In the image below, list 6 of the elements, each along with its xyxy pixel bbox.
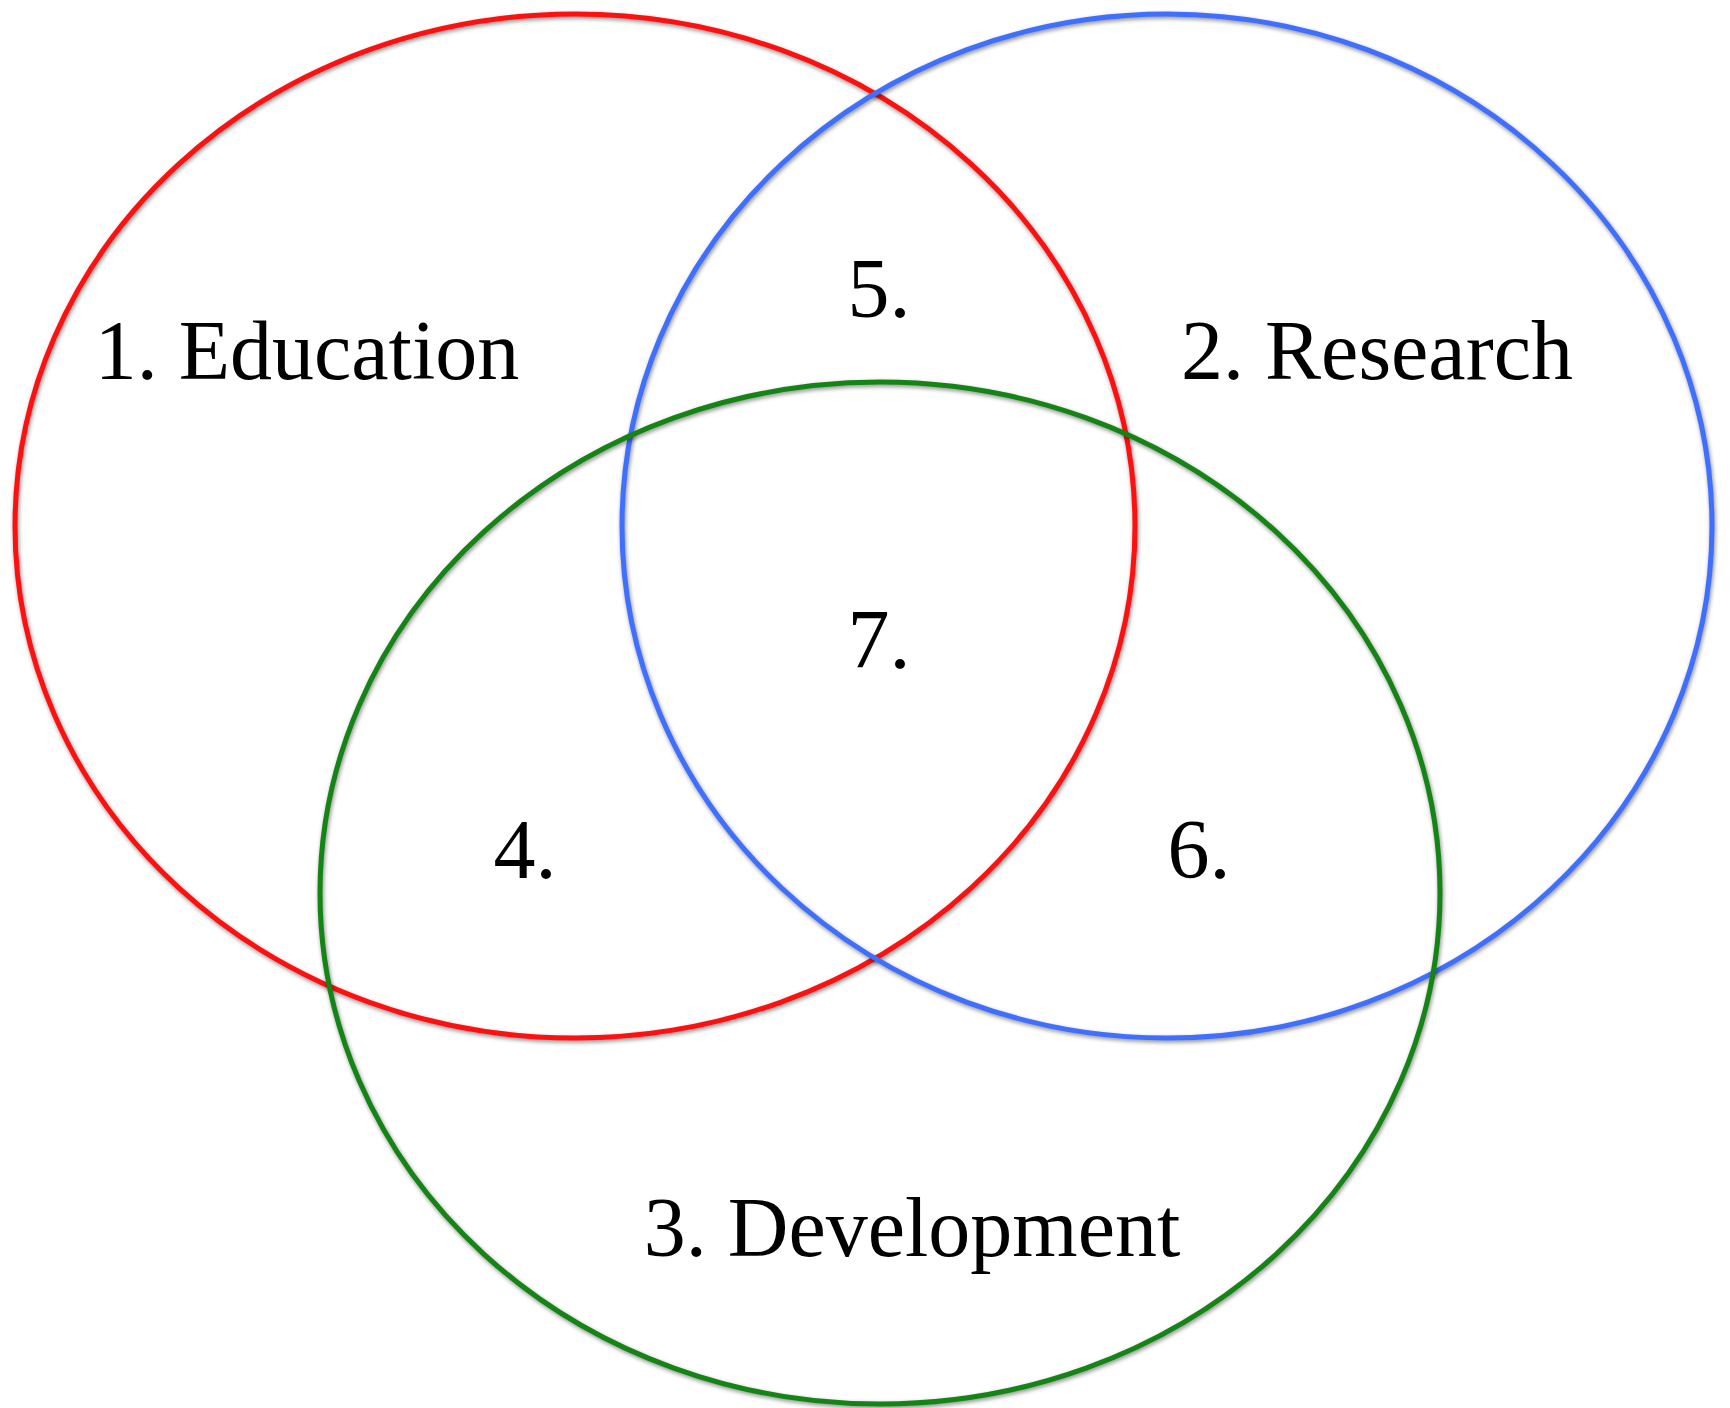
region-number: 5. <box>847 247 911 331</box>
category-label: 2. Research <box>1181 309 1573 393</box>
region-number: 7. <box>847 598 911 682</box>
region-number: 6. <box>1167 808 1231 892</box>
category-label: 1. Education <box>94 309 520 393</box>
region-number: 4. <box>493 808 557 892</box>
